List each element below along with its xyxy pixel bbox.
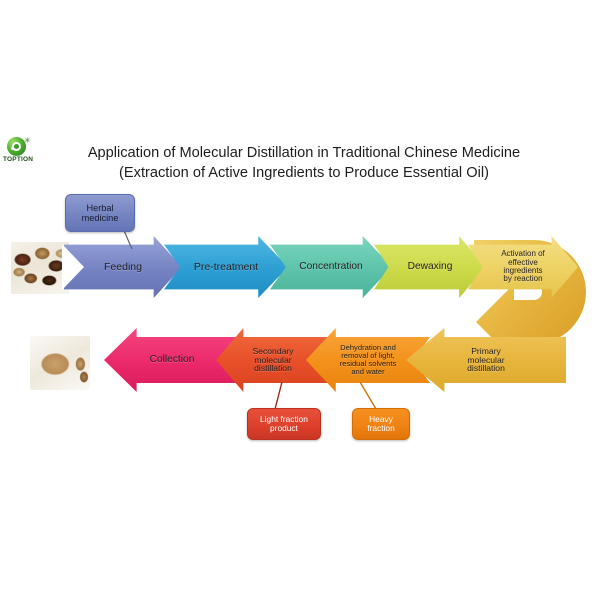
flow-step-dehydration[interactable]: Dehydration and removal of light, residu… — [306, 328, 430, 392]
callout-heavy-fraction[interactable]: Heavy fraction — [352, 408, 410, 440]
star-icon: ✳ — [24, 136, 31, 145]
herbal-oil-bowl-photo — [30, 336, 90, 390]
title-line-2: (Extraction of Active Ingredients to Pro… — [119, 165, 489, 181]
flow-step-activation-label: Activation of effective ingredients by r… — [501, 249, 545, 284]
toption-logo: ✳ TOPTION — [3, 137, 33, 165]
callout-light-fraction-product[interactable]: Light fraction product — [247, 408, 321, 440]
flow-step-primary-distillation[interactable]: Primary molecular distillation — [406, 328, 566, 392]
flow-step-concentration[interactable]: Concentration — [270, 236, 392, 298]
flow-step-dewaxing-label: Dewaxing — [407, 260, 453, 272]
flow-step-collection-label: Collection — [149, 353, 195, 365]
leaf-dot-icon — [14, 144, 19, 149]
flow-step-concentration-label: Concentration — [299, 260, 363, 272]
page-title: Application of Molecular Distillation in… — [28, 143, 580, 183]
flow-step-pre-treatment-label: Pre-treatment — [193, 260, 259, 273]
dried-herbs-photo — [11, 242, 69, 294]
flow-step-secondary-distillation-label: Secondary molecular distillation — [252, 345, 294, 374]
process-row-top: Feeding Pre-treatment Concentration Dewa… — [64, 236, 584, 298]
flow-step-feeding-label: Feeding — [104, 260, 142, 273]
brand-name: TOPTION — [3, 156, 34, 163]
flow-step-dewaxing[interactable]: Dewaxing — [374, 236, 486, 298]
process-row-bottom: Collection Secondary molecular distillat… — [104, 328, 574, 392]
flow-step-activation[interactable]: Activation of effective ingredients by r… — [468, 236, 578, 298]
flow-step-primary-distillation-label: Primary molecular distillation — [467, 345, 505, 374]
light-fraction-connector-line — [274, 382, 283, 410]
heavy-fraction-connector-line — [359, 382, 377, 410]
title-line-1: Application of Molecular Distillation in… — [87, 145, 521, 161]
flow-step-pre-treatment[interactable]: Pre-treatment — [164, 236, 288, 298]
callout-herbal-medicine[interactable]: Herbal medicine — [65, 194, 135, 232]
flow-step-dehydration-label: Dehydration and removal of light, residu… — [339, 343, 397, 376]
